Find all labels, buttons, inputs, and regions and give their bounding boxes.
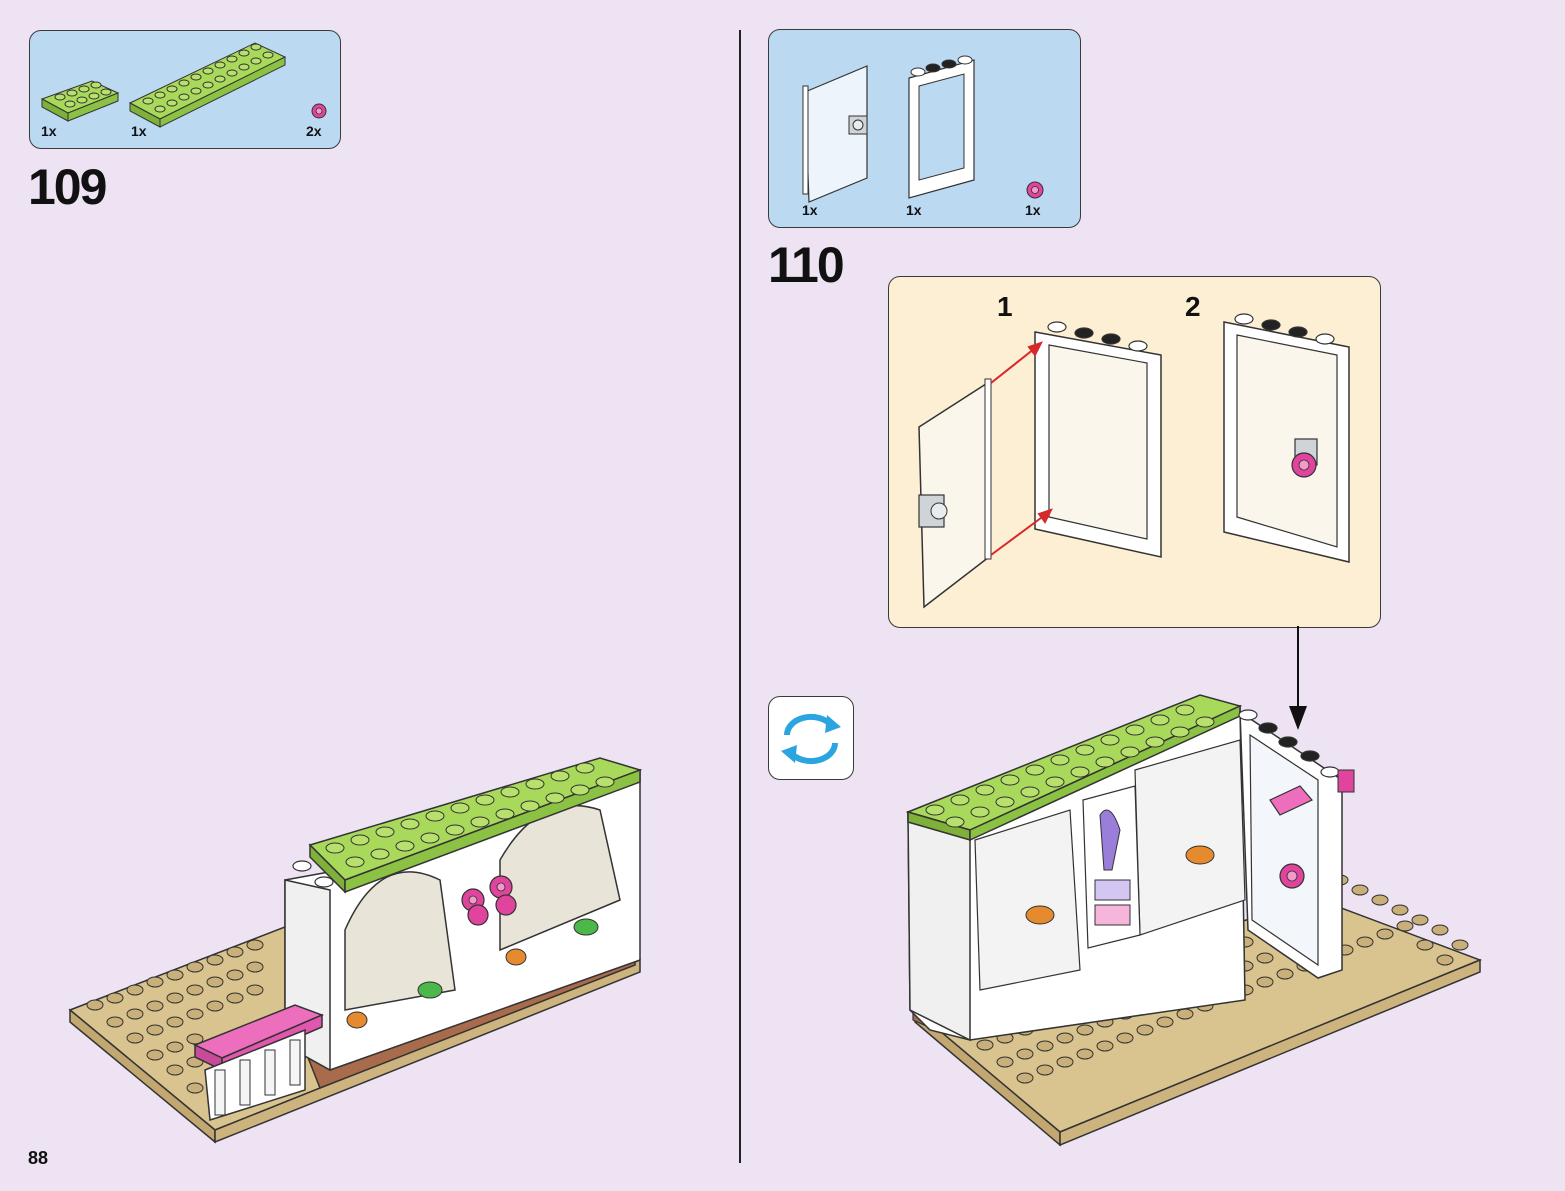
substep-door-assembly-illustration xyxy=(918,313,1350,609)
rotate-model-icon xyxy=(781,713,841,765)
pink-flower-image xyxy=(311,103,327,119)
page-divider xyxy=(739,30,741,1163)
part-qty-pink-flower-110: 1x xyxy=(1025,202,1041,218)
transparent-door-image xyxy=(802,55,1044,203)
substep-callout: 1 2 xyxy=(888,276,1381,628)
part-qty-pink-flower: 2x xyxy=(306,123,322,139)
parts-list-109: 1x 1x 2x xyxy=(29,30,341,149)
page-number: 88 xyxy=(28,1148,49,1168)
parts-list-110: 1x 1x 1x xyxy=(768,29,1081,228)
pink-flower-image-110 xyxy=(1026,181,1044,199)
part-qty-lime-plate-2x4: 1x xyxy=(41,123,57,139)
part-qty-white-door-frame: 1x xyxy=(906,202,922,218)
step-109-model-illustration xyxy=(68,757,643,1144)
step-number-109: 109 xyxy=(28,159,107,215)
callout-pointer-arrow xyxy=(1289,626,1307,730)
lime-plate-2x4-image xyxy=(40,42,327,128)
substep-number-2: 2 xyxy=(1185,291,1201,322)
rotate-model-box xyxy=(768,696,854,780)
white-door-frame-image xyxy=(908,55,975,199)
part-qty-lime-plate-2x10: 1x xyxy=(131,123,147,139)
substep-number-1: 1 xyxy=(997,291,1013,322)
part-qty-transparent-door: 1x xyxy=(802,202,818,218)
step-number-110: 110 xyxy=(768,237,845,293)
